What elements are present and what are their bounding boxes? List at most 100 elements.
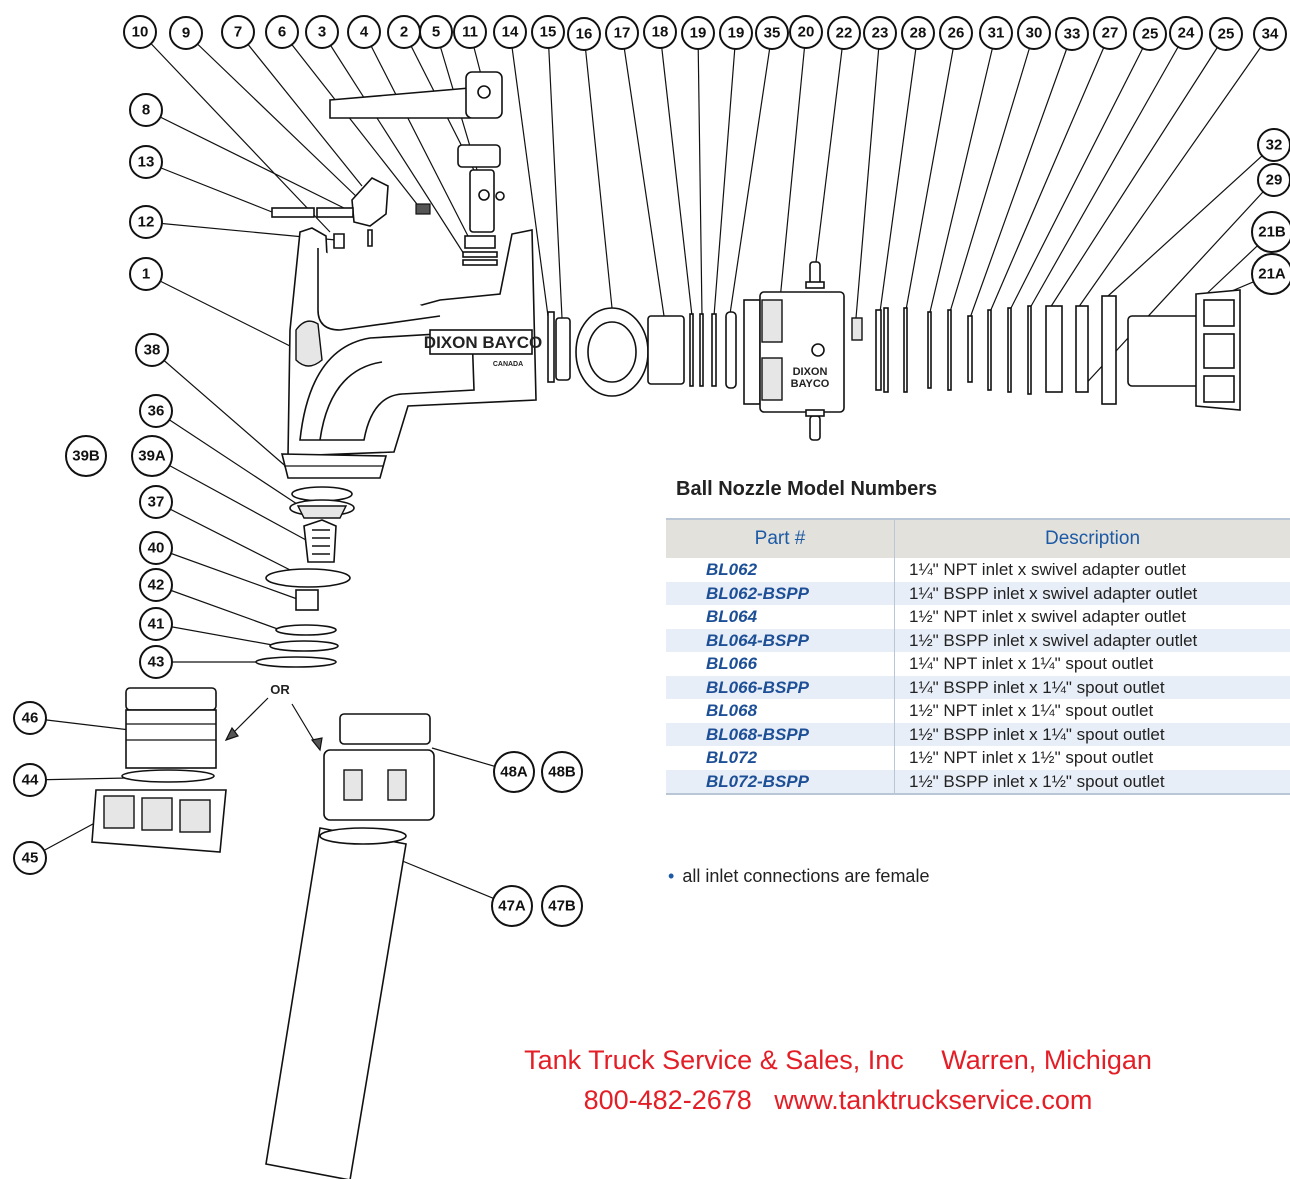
callout-15: 15 <box>531 15 565 49</box>
callout-43: 43 <box>139 645 173 679</box>
callout-circle <box>139 531 173 565</box>
leader-line <box>815 32 845 263</box>
callout-number: 18 <box>652 24 669 41</box>
leader-line <box>1029 32 1187 309</box>
callout-12: 12 <box>129 205 163 239</box>
callout-36: 36 <box>139 394 173 428</box>
callout-42: 42 <box>139 568 173 602</box>
or-label: OR <box>270 682 290 697</box>
callout-16: 16 <box>567 17 601 51</box>
callout-circle <box>139 485 173 519</box>
note: •all inlet connections are female <box>668 866 929 887</box>
callout-number: 2 <box>400 24 408 41</box>
callout-circle <box>531 15 565 49</box>
callout-19: 19 <box>681 16 715 50</box>
leader-line <box>155 547 301 601</box>
callout-1: 1 <box>129 257 163 291</box>
callout-10: 10 <box>123 15 157 49</box>
callout-number: 40 <box>148 540 165 557</box>
callout-circle <box>1253 17 1287 51</box>
callout-41: 41 <box>139 607 173 641</box>
callout-number: 7 <box>234 24 242 41</box>
callout-number: 32 <box>1266 137 1283 154</box>
callout-circle <box>169 16 203 50</box>
callout-number: 17 <box>614 25 631 42</box>
callout-number: 34 <box>1262 26 1279 43</box>
callout-number: 27 <box>1102 25 1119 42</box>
callout-circle <box>979 16 1013 50</box>
part-number-cell: BL068 <box>666 699 895 723</box>
callout-number: 42 <box>148 577 165 594</box>
callout-number: 23 <box>872 25 889 42</box>
leader-line <box>969 33 1073 319</box>
callout-29: 29 <box>1257 163 1290 197</box>
callout-27: 27 <box>1093 16 1127 50</box>
callout-circle <box>129 257 163 291</box>
leader-line <box>779 31 807 301</box>
callout-number: 10 <box>132 24 149 41</box>
leader-line <box>321 31 465 255</box>
callout-number: 45 <box>22 850 39 867</box>
part-number-cell: BL066-BSPP <box>666 675 895 699</box>
part-number-cell: BL064-BSPP <box>666 628 895 652</box>
callout-22: 22 <box>827 16 861 50</box>
description-cell: 1¼" BSPP inlet x 1¼" spout outlet <box>894 675 1290 699</box>
callout-number: 29 <box>1266 172 1283 189</box>
callout-circle <box>755 16 789 50</box>
leader-line <box>879 32 919 313</box>
part-number-cell: BL072-BSPP <box>666 769 895 795</box>
leader-line <box>155 584 287 633</box>
callout-26: 26 <box>939 16 973 50</box>
callout-number: 22 <box>836 25 853 42</box>
callout-number: 19 <box>690 25 707 42</box>
callout-number: 39A <box>138 448 166 465</box>
callout-number: 16 <box>576 26 593 43</box>
callout-number: 37 <box>148 494 165 511</box>
bullet-icon: • <box>668 866 675 886</box>
leader-line <box>621 32 665 317</box>
callout-47a: 47A <box>491 885 533 927</box>
callout-number: 47A <box>498 898 526 915</box>
callout-number: 12 <box>138 214 155 231</box>
leader-line <box>547 31 563 319</box>
description-cell: 1½" BSPP inlet x 1½" spout outlet <box>894 769 1290 795</box>
header-description: Description <box>894 518 1290 558</box>
leader-line <box>155 410 301 507</box>
callout-17: 17 <box>605 16 639 50</box>
description-cell: 1½" NPT inlet x swivel adapter outlet <box>909 607 1186 627</box>
callout-37: 37 <box>139 485 173 519</box>
callout-21a: 21A <box>1251 253 1290 295</box>
callout-number: 44 <box>22 772 39 789</box>
callout-31: 31 <box>979 16 1013 50</box>
callout-circle <box>1169 16 1203 50</box>
callout-21b: 21B <box>1251 211 1290 253</box>
body-country: CANADA <box>493 361 523 368</box>
callout-5: 5 <box>419 15 453 49</box>
leader-line <box>363 31 471 241</box>
callout-28: 28 <box>901 16 935 50</box>
callout-circle <box>453 15 487 49</box>
callout-11: 11 <box>453 15 487 49</box>
callout-35: 35 <box>755 16 789 50</box>
callout-20: 20 <box>789 15 823 49</box>
table-header-row: Part # Description <box>666 518 1290 558</box>
callout-3: 3 <box>305 15 339 49</box>
callout-number: 8 <box>142 102 150 119</box>
callout-circle <box>139 394 173 428</box>
callout-34: 34 <box>1253 17 1287 51</box>
description-cell: 1¼" NPT inlet x swivel adapter outlet <box>909 560 1186 580</box>
callout-circle <box>789 15 823 49</box>
part-number-cell: BL068-BSPP <box>666 722 895 746</box>
callout-46: 46 <box>13 701 47 735</box>
callout-number: 33 <box>1064 26 1081 43</box>
leader-line <box>151 455 307 541</box>
callout-circle <box>129 145 163 179</box>
callout-circle <box>541 751 583 793</box>
callout-circle <box>1017 16 1051 50</box>
